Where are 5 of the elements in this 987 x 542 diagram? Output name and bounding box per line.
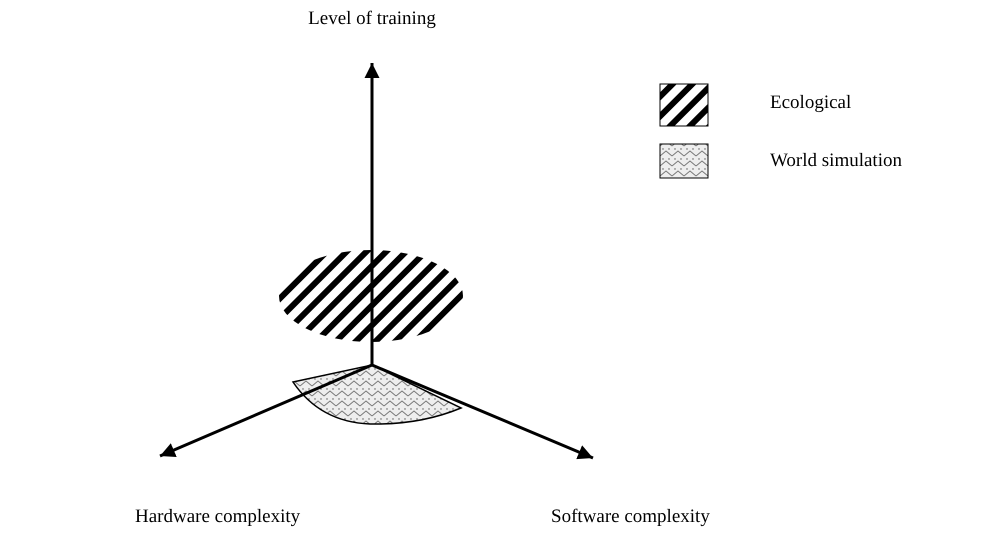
axis-label: Software complexity: [551, 506, 710, 528]
legend-label: World simulation: [770, 150, 902, 172]
axis-label: Hardware complexity: [135, 506, 300, 528]
axis-label: Level of training: [308, 8, 436, 30]
legend-label: Ecological: [770, 92, 852, 114]
